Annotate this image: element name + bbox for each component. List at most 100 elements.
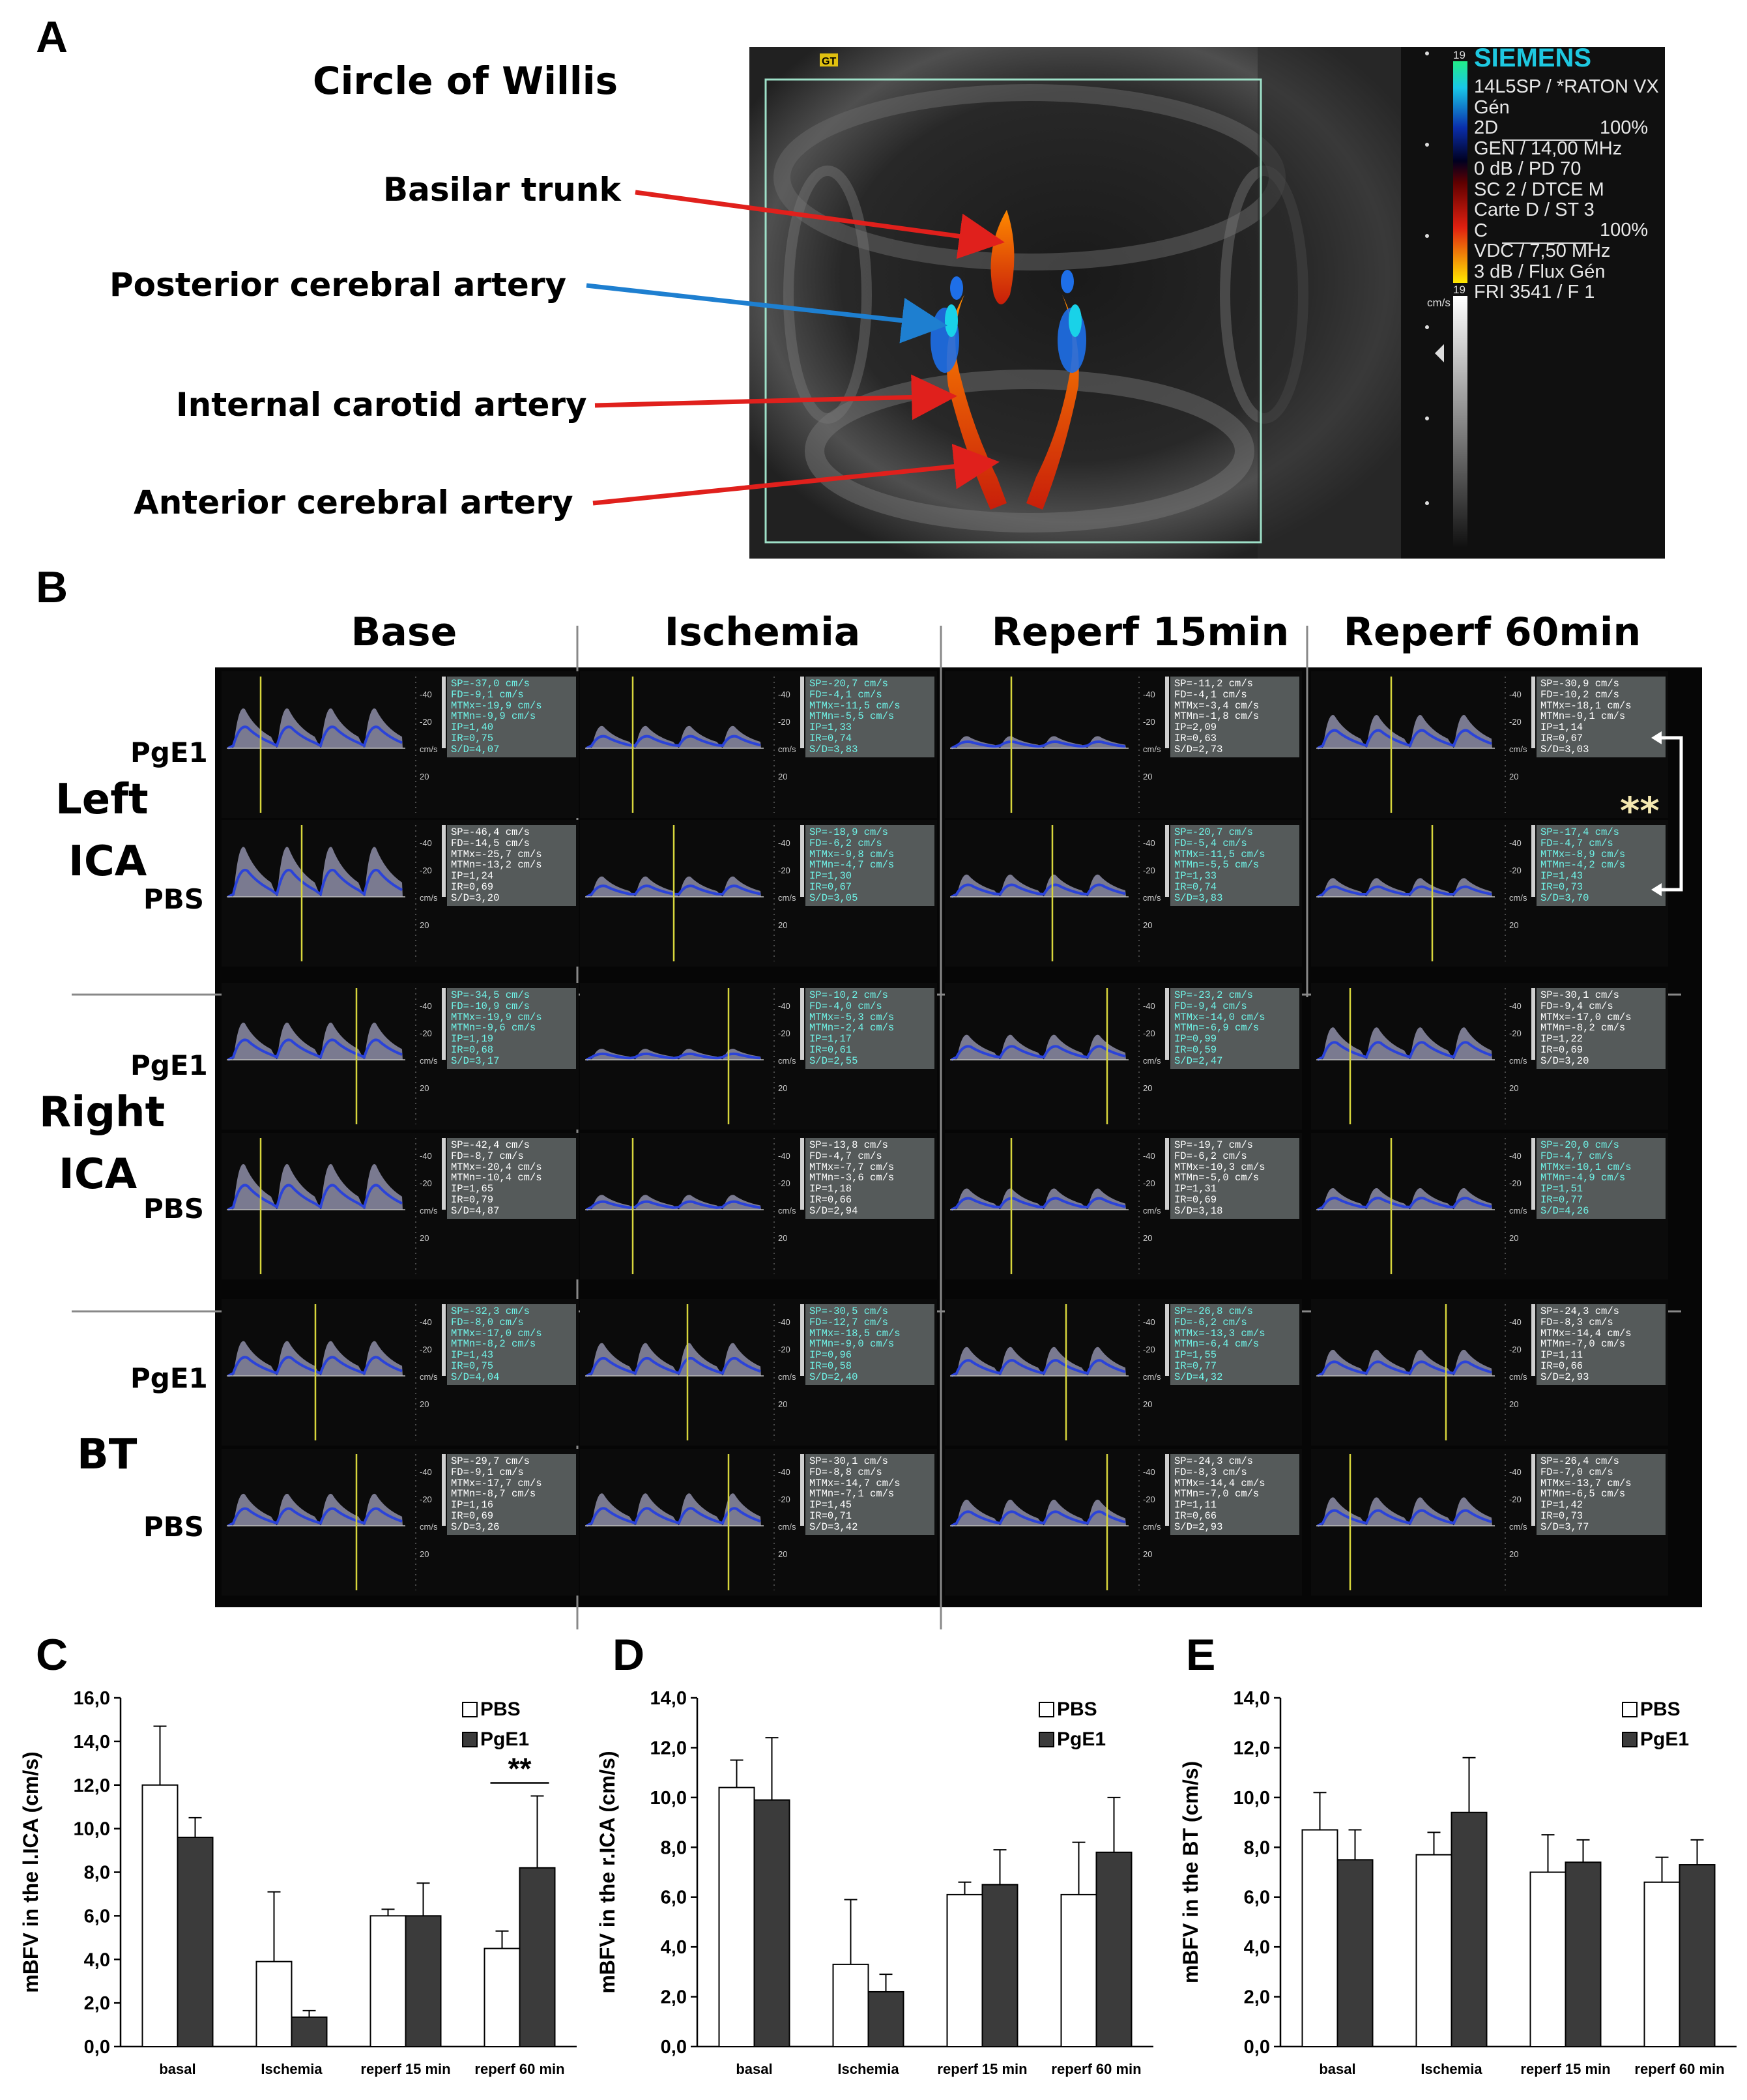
readout-line: SP=-20,0 cm/s [1540, 1139, 1619, 1151]
readout-line: MTMn=-4,9 cm/s [1540, 1172, 1626, 1184]
doppler-mean-trace [586, 1052, 761, 1061]
doppler-tick-label: cm/s [1509, 1522, 1527, 1532]
row-label-right-pbs: PBS [143, 1193, 205, 1225]
doppler-waveform [951, 1347, 1126, 1376]
readout-line: SP=-17,4 cm/s [1540, 826, 1619, 838]
doppler-tick-label: cm/s [1509, 1056, 1527, 1066]
y-tick-label: 0,0 [661, 2037, 687, 2058]
readout-line: IP=1,55 [1174, 1349, 1217, 1362]
doppler-tick-label: 20 [420, 772, 429, 781]
x-tick-label: reperf 15 min [937, 2061, 1027, 2077]
readout-line: MTMn=-9,1 cm/s [1540, 710, 1626, 723]
label-posterior-cerebral-artery: Posterior cerebral artery [109, 266, 567, 304]
bar-pbs [141, 1784, 179, 2047]
doppler-tick-label: -40 [1143, 1317, 1155, 1327]
readout-line: MTMn=-5,5 cm/s [1174, 859, 1260, 871]
y-tick-label: 12,0 [74, 1775, 110, 1796]
doppler-tick-label: cm/s [778, 893, 796, 903]
row-label-left-pge1: PgE1 [130, 736, 208, 768]
readout-line: MTMn=-9,6 cm/s [451, 1022, 536, 1034]
readout-line: SP=-11,2 cm/s [1174, 678, 1253, 690]
panel-a-arrows [586, 190, 1005, 506]
scanner-marker: GT [822, 56, 836, 67]
readout-line: IP=0,99 [1174, 1033, 1217, 1045]
bar-pge1 [177, 1837, 214, 2047]
doppler-tick-label: cm/s [1509, 744, 1527, 754]
readout-line: IR=0,69 [1540, 1043, 1583, 1056]
doppler-mean-trace [227, 1507, 403, 1527]
readout-line: IP=1,17 [809, 1033, 852, 1045]
readout-line: FD=-9,4 cm/s [1540, 1000, 1613, 1012]
readout-line: FD=-6,2 cm/s [809, 837, 882, 849]
doppler-tick-label: -40 [420, 1151, 432, 1161]
doppler-tick-label: 20 [778, 1233, 787, 1243]
panel-label-a: A [36, 12, 68, 62]
doppler-tick-label: -40 [778, 1151, 790, 1161]
panel-a-title: Circle of Willis [313, 59, 618, 103]
doppler-gain-bar [1531, 677, 1535, 748]
doppler-mean-trace [227, 1038, 403, 1061]
doppler-mean-trace [951, 1359, 1126, 1377]
readout-line: MTMn=-7,0 cm/s [1174, 1488, 1260, 1500]
readout-line: FD=-5,4 cm/s [1174, 837, 1247, 849]
bar-pbs [1643, 1881, 1681, 2047]
doppler-tick-label: -20 [420, 1028, 432, 1038]
significance-stars-b: ** [1620, 789, 1660, 833]
x-tick-label: reperf 60 min [1634, 2061, 1724, 2077]
readout-line: MTMx=-17,7 cm/s [451, 1477, 542, 1489]
colour-scale-unit: cm/s [1427, 297, 1451, 309]
doppler-waveform [1318, 1027, 1492, 1060]
doppler-waveform [1318, 1188, 1492, 1210]
readout-line: SP=-29,7 cm/s [451, 1455, 530, 1467]
y-tick-label: 10,0 [74, 1819, 110, 1840]
doppler-tick-label: -20 [1143, 1345, 1155, 1354]
readout-line: S/D=2,40 [809, 1371, 858, 1383]
readout-line: IR=0,67 [1540, 732, 1583, 744]
arrow-internal-carotid [594, 374, 957, 420]
readout-line: S/D=2,93 [1540, 1371, 1589, 1383]
readout-line: FD=-9,1 cm/s [451, 1466, 524, 1478]
readout-line: MTMn=-8,7 cm/s [451, 1488, 536, 1500]
readout-line: S/D=3,70 [1540, 892, 1589, 904]
readout-line: IP=1,30 [809, 870, 852, 882]
doppler-tick-label: 20 [778, 1549, 787, 1559]
doppler-gain-bar [442, 825, 446, 897]
doppler-tick-label: -40 [1509, 1151, 1522, 1161]
readout-line: S/D=4,04 [451, 1371, 500, 1383]
doppler-tick-label: 20 [420, 1233, 429, 1243]
bar-pbs [1060, 1893, 1097, 2047]
arrow-posterior-cerebral [586, 283, 947, 343]
readout-line: FD=-8,0 cm/s [451, 1316, 524, 1328]
bar-pbs [484, 1947, 521, 2047]
doppler-tick-label: 20 [1143, 1233, 1152, 1243]
readout-line: MTMn=-7,1 cm/s [809, 1488, 895, 1500]
readout-line: FD=-4,1 cm/s [809, 688, 882, 701]
doppler-tick-label: -40 [1509, 1467, 1522, 1477]
y-axis-label: mBFV in the r.ICA (cm/s) [596, 1751, 619, 1993]
x-tick-label: Ischemia [837, 2061, 899, 2077]
y-tick-label: 2,0 [1244, 1987, 1270, 2008]
readout-line: SP=-10,2 cm/s [809, 989, 888, 1001]
doppler-tick-label: cm/s [420, 893, 438, 903]
y-tick-label: 2,0 [84, 1993, 110, 2014]
doppler-gain-bar [442, 1138, 446, 1210]
doppler-gain-bar [1165, 1138, 1169, 1210]
readout-line: MTMx=-10,1 cm/s [1540, 1161, 1632, 1173]
bar-pge1 [867, 1991, 904, 2047]
column-header-base: Base [351, 609, 457, 655]
bar-pbs [718, 1786, 755, 2047]
column-header-ischemia: Ischemia [664, 609, 861, 655]
readout-line: FD=-10,2 cm/s [1540, 688, 1619, 701]
